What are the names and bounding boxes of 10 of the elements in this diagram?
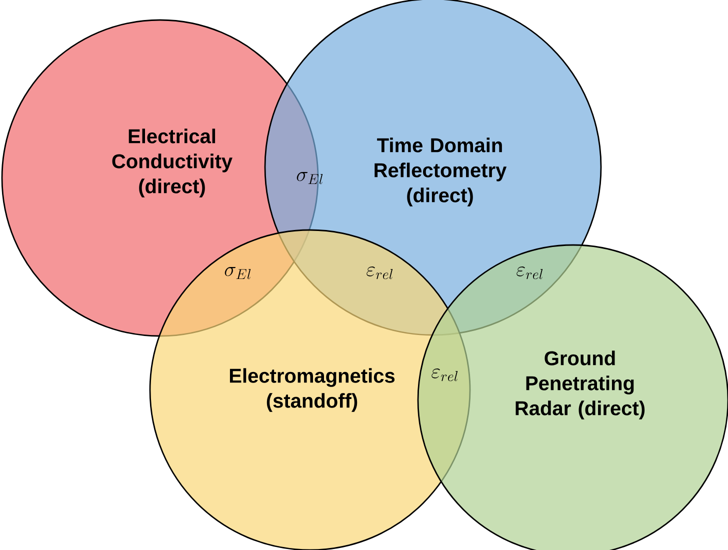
overlap-symbol: $\sigma_{El}$ (224, 266, 251, 280)
venn-circle (417, 244, 728, 550)
overlap-symbol: $\varepsilon_{rel}$ (432, 368, 458, 382)
overlap-symbol: $\varepsilon_{rel}$ (516, 266, 543, 280)
method-label: Electrical Conductivity (direct) (112, 128, 232, 198)
overlap-symbol: $\sigma_{El}$ (296, 172, 323, 184)
overlap-symbol: $\varepsilon_{rel}$ (366, 266, 393, 280)
method-label: Electromagnetics (standoff) (230, 368, 395, 412)
method-label: Ground Penetrating Radar (direct) (516, 350, 645, 420)
method-label: Time Domain Reflectometry (direct) (374, 138, 507, 206)
